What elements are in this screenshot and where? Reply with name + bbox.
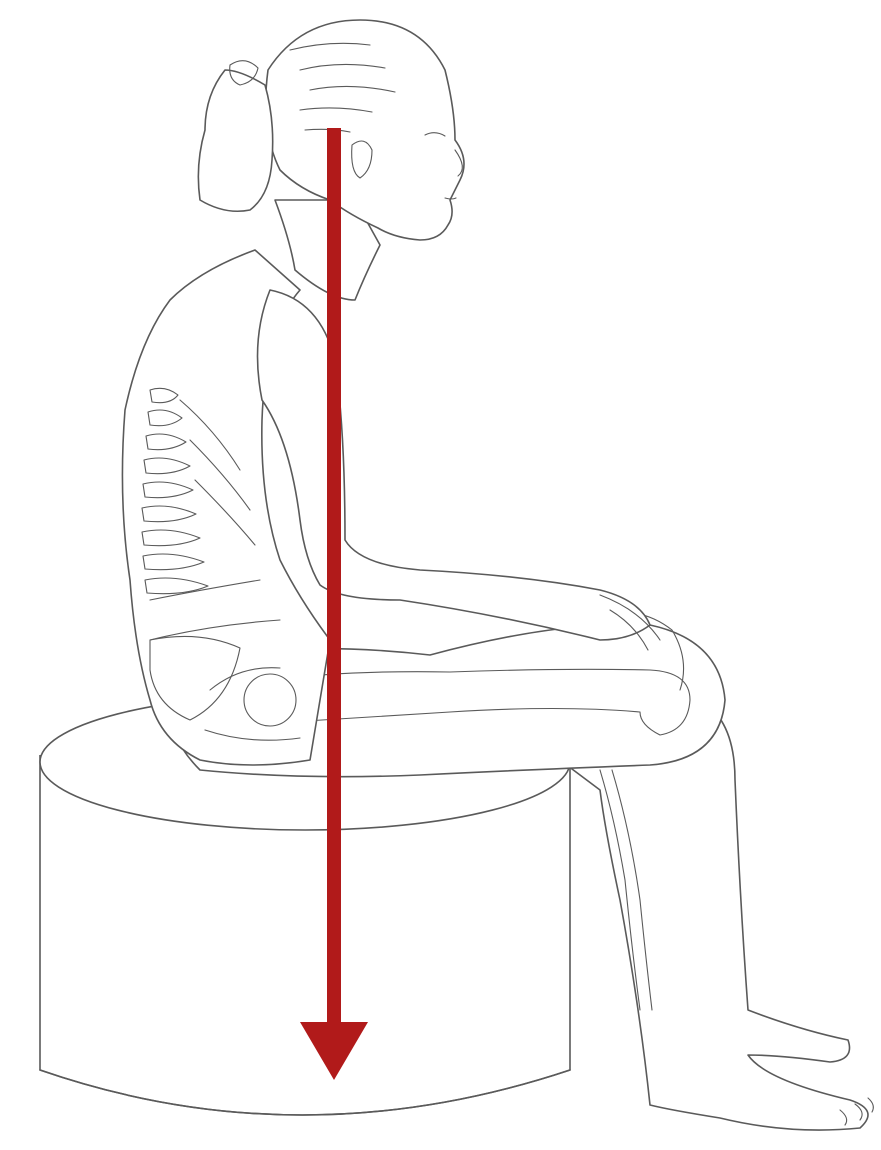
ponytail bbox=[198, 70, 272, 211]
arm bbox=[258, 290, 651, 640]
arrow-shaft bbox=[327, 128, 341, 1048]
